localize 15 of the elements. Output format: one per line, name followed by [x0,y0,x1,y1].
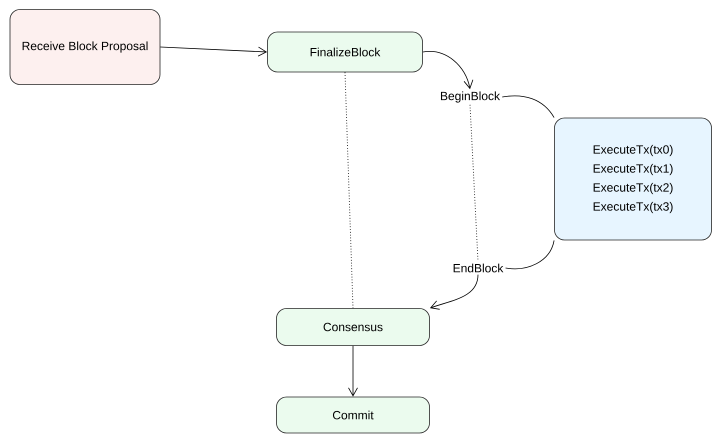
arrow [160,46,268,56]
dotted-line [344,72,354,309]
step-label: BeginBlock [440,91,500,103]
connector-line [505,240,554,270]
process-box: Consensus [276,308,430,346]
process-box: FinalizeBlock [267,32,423,72]
connector-line [502,96,554,118]
arrow [422,51,474,90]
arrow [348,346,358,397]
process-box: ExecuteTx(tx0) ExecuteTx(tx1) ExecuteTx(tx2) ExecuteTx(tx3) [554,118,712,240]
process-box: Receive Block Proposal [10,9,160,85]
process-box: Commit [276,396,430,434]
arrow [430,274,478,310]
step-label: EndBlock [454,264,504,272]
dotted-line [470,104,478,262]
